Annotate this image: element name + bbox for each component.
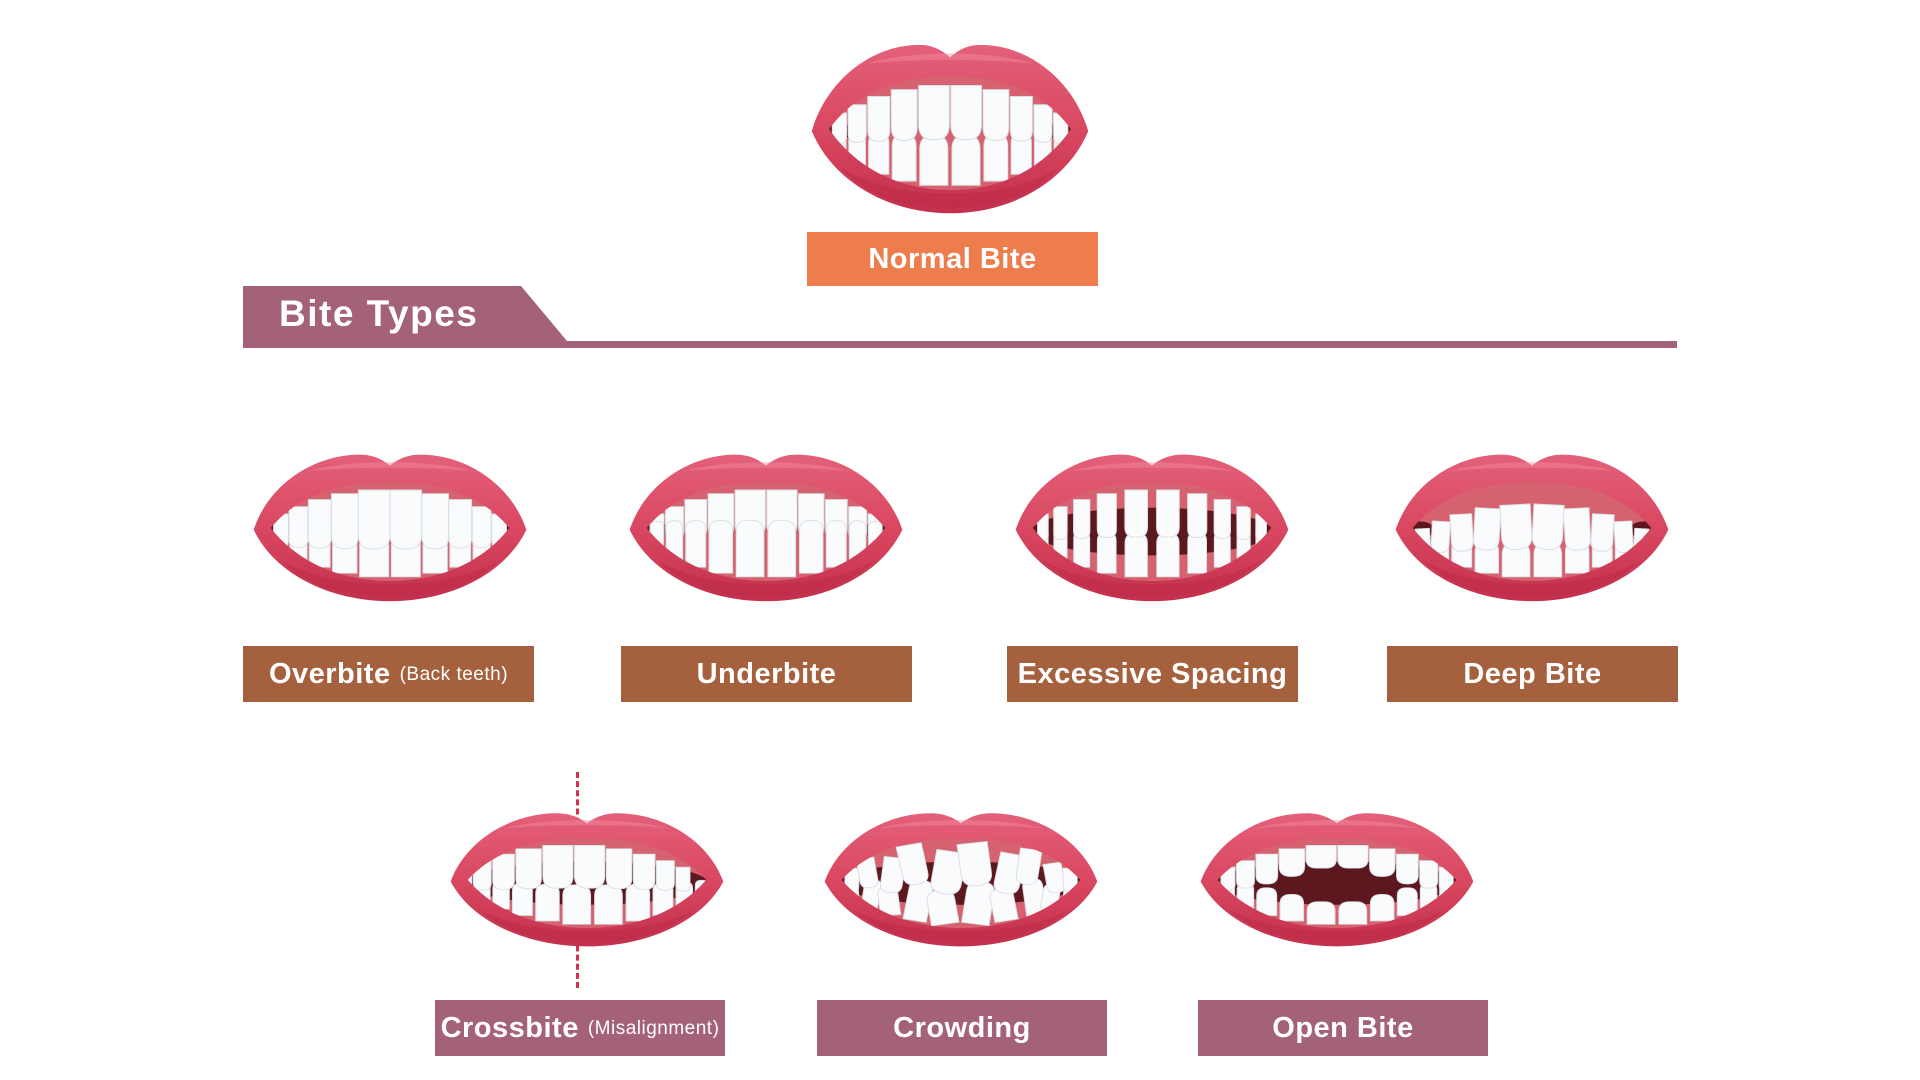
mouth-illustration <box>253 454 527 602</box>
mouth-overbite <box>248 440 532 614</box>
open-bite-label-text: Open Bite <box>1272 1011 1414 1044</box>
normal-bite-label: Normal Bite <box>807 232 1098 286</box>
crossbite-label-text: Crossbite <box>440 1011 579 1044</box>
deep-bite-label-text: Deep Bite <box>1463 657 1602 690</box>
mouth-illustration <box>1015 454 1289 602</box>
mouth-open-bite <box>1195 800 1479 958</box>
mouth-illustration <box>450 813 724 947</box>
underbite-label: Underbite <box>621 646 912 702</box>
excessive-spacing-label: Excessive Spacing <box>1007 646 1298 702</box>
mouth-underbite <box>624 440 908 614</box>
banner-ribbon-shape <box>243 286 1677 348</box>
crowding-label: Crowding <box>817 1000 1107 1056</box>
mouth-illustration <box>1395 454 1669 602</box>
mouth-deep-bite <box>1390 440 1674 614</box>
bite-types-banner: Bite Types <box>243 286 1677 348</box>
mouth-normal-bite <box>806 28 1094 228</box>
overbite-label: Overbite (Back teeth) <box>243 646 534 702</box>
crossbite-label-note: (Misalignment) <box>587 1018 720 1039</box>
mouth-illustration <box>1200 813 1474 947</box>
excessive-spacing-label-text: Excessive Spacing <box>1017 657 1288 690</box>
crowding-label-text: Crowding <box>893 1011 1031 1044</box>
overbite-label-note: (Back teeth) <box>399 664 509 685</box>
mouth-illustration <box>824 813 1098 947</box>
mouth-crowding <box>819 800 1103 958</box>
deep-bite-label: Deep Bite <box>1387 646 1678 702</box>
normal-bite-label-text: Normal Bite <box>868 242 1037 275</box>
mouth-excessive-spacing <box>1010 440 1294 614</box>
mouth-illustration <box>629 454 903 602</box>
underbite-label-text: Underbite <box>696 657 837 690</box>
open-bite-label: Open Bite <box>1198 1000 1488 1056</box>
crossbite-label: Crossbite (Misalignment) <box>435 1000 725 1056</box>
overbite-label-text: Overbite <box>268 657 391 690</box>
mouth-illustration <box>811 44 1089 214</box>
section-title: Bite Types <box>279 292 479 334</box>
mouth-crossbite <box>445 800 729 958</box>
